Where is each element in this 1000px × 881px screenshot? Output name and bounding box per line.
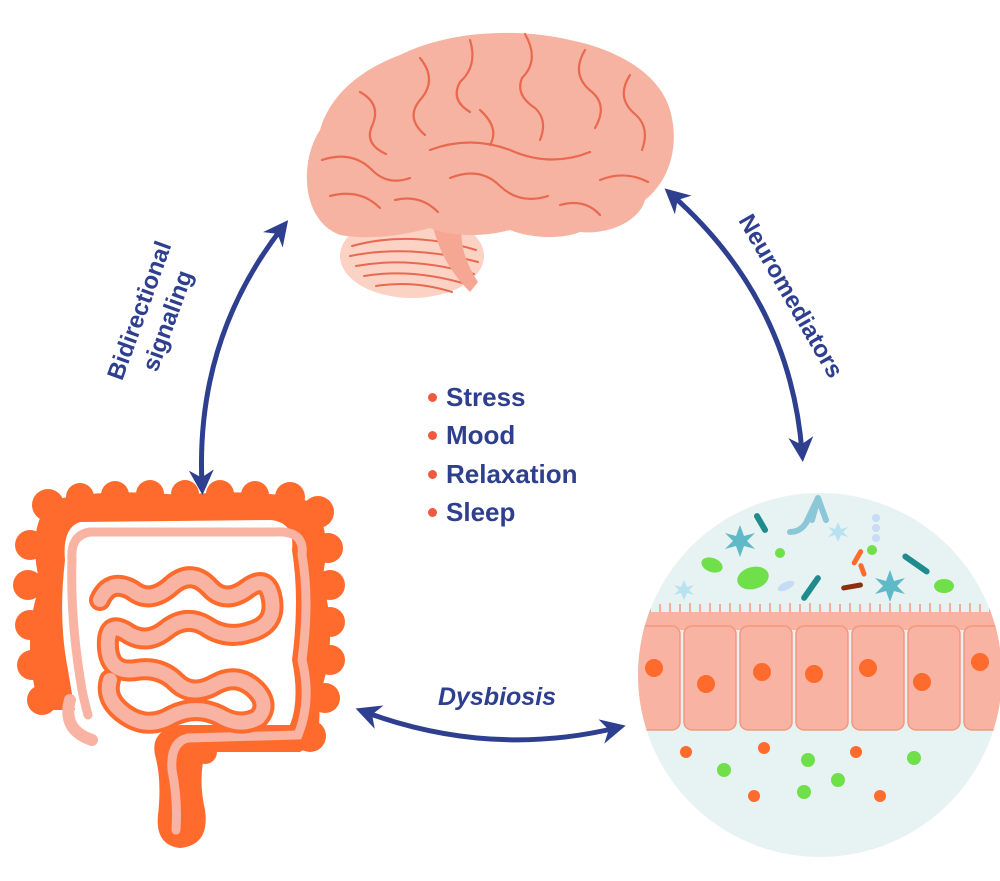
bullet-icon [428, 508, 437, 518]
factor-label: Mood [446, 420, 516, 451]
factor-list: Stress Mood Relaxation Sleep [428, 378, 578, 532]
factor-item: Sleep [428, 494, 578, 533]
factor-label: Stress [446, 381, 526, 412]
factor-label: Sleep [446, 497, 516, 528]
bullet-icon [428, 392, 437, 402]
gut-microbiome-icon [638, 493, 1000, 857]
bidirectional-arrow-right [664, 188, 814, 462]
factor-item: Relaxation [428, 455, 578, 494]
brain-icon [306, 32, 674, 298]
factor-item: Mood [428, 417, 578, 456]
bullet-icon [428, 431, 437, 441]
right-arrow-label: Neuromediators [733, 210, 848, 383]
factor-item: Stress [428, 378, 578, 417]
bidirectional-arrow-left [188, 220, 289, 495]
intestine-icon [13, 480, 345, 848]
bottom-arrow-label: Dysbiosis [438, 683, 556, 711]
bullet-icon [428, 469, 437, 479]
factor-label: Relaxation [446, 458, 578, 489]
bidirectional-arrow-bottom [355, 705, 626, 744]
